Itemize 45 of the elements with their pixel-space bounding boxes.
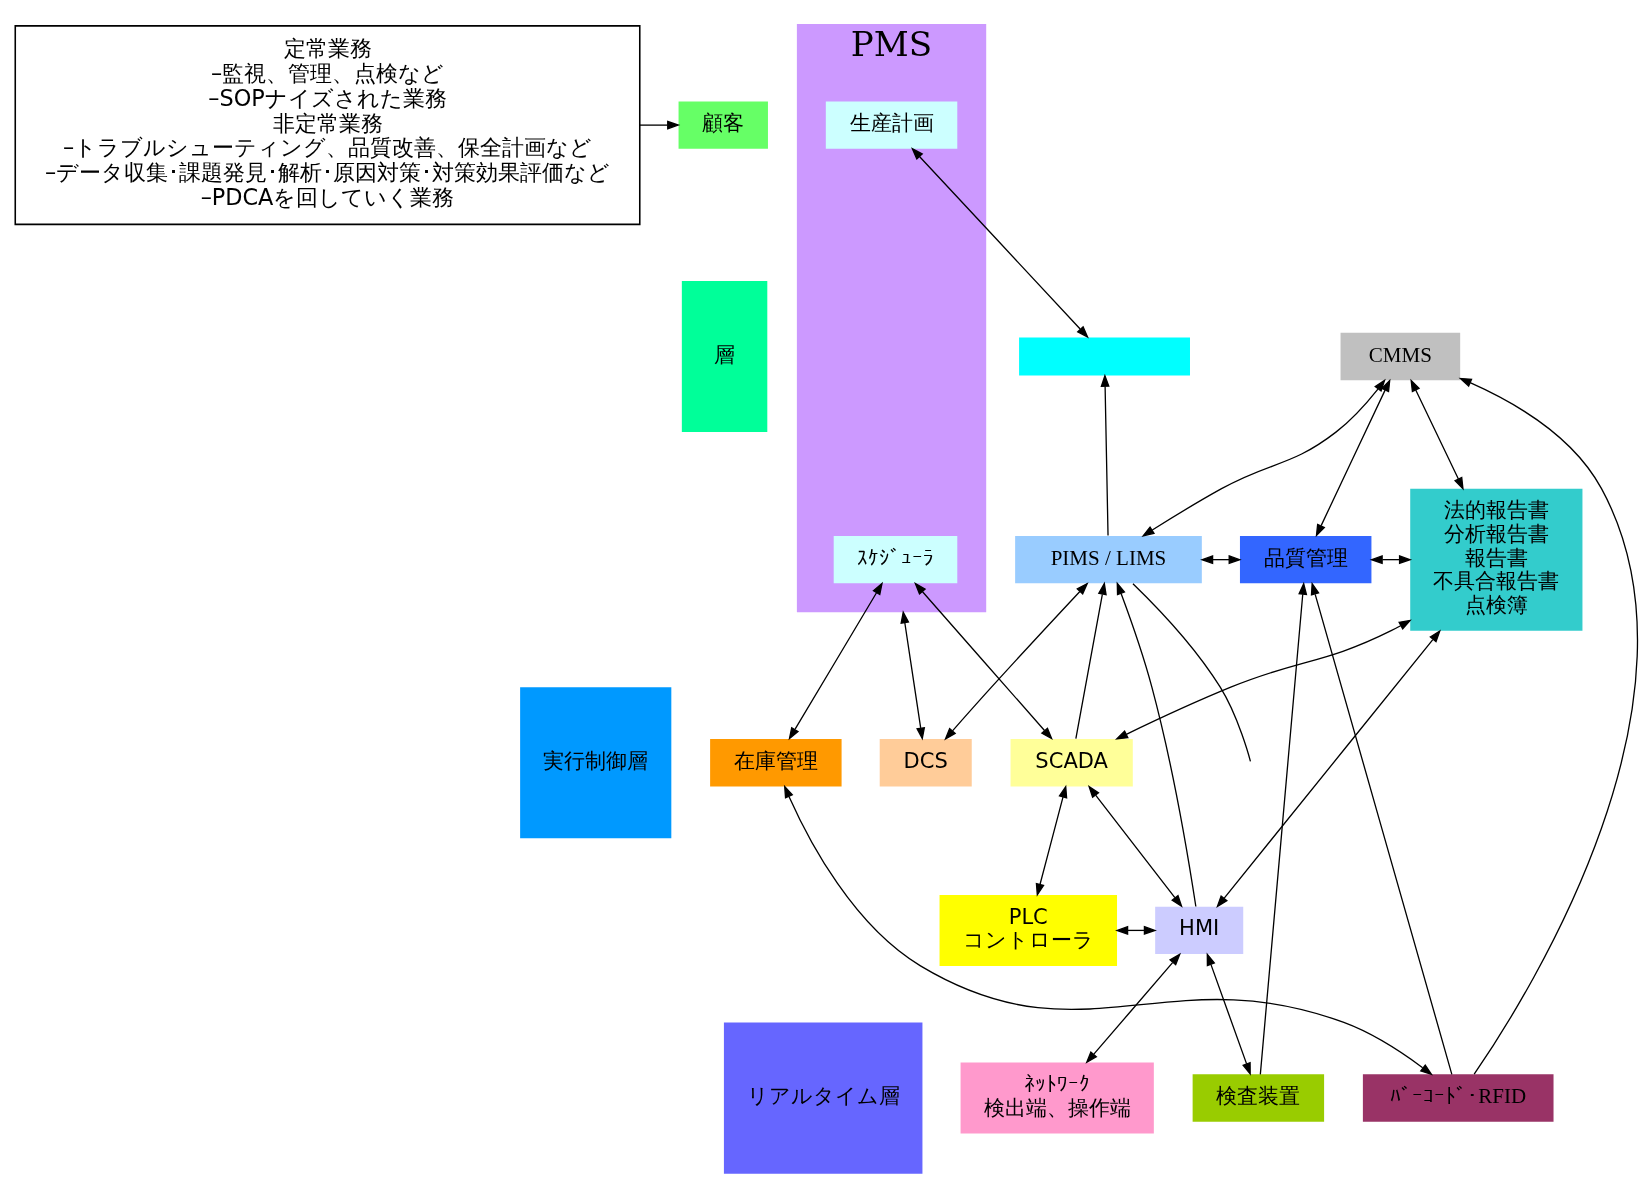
node-box: 実行制御層 [519,687,671,839]
arrow [1035,784,1067,897]
node-box: 法的報告書 分析報告書 報告書 不具合報告書 点検簿 [1409,488,1582,631]
node-box: PIMS / LIMS [1014,536,1202,584]
arrow [1199,555,1242,565]
node-box: 在庫管理 [709,739,842,787]
arrow [910,147,1089,339]
arrow [1409,378,1464,491]
arrow [1100,373,1110,537]
node-box [1018,337,1190,376]
arrow [1116,581,1196,908]
arrow [913,582,1053,741]
arrow [943,582,1089,741]
node-box: リアルタイム層 [723,1022,922,1174]
node-box: CMMS [1340,332,1460,381]
arrow [1087,785,1183,908]
arrow [1206,952,1251,1076]
connector [1131,583,1251,762]
arrow [1074,581,1107,740]
node-box: 品質管理 [1239,536,1371,584]
node-box: ﾊﾞｰｺｰﾄﾞ･RFID [1362,1074,1554,1122]
arrow [1259,581,1307,1075]
node-box: 定常業務 –監視、管理、点検など –SOPナイズされた業務 非定常業務 –トラブルシューティング、品質改善、保全計画など –データ収集･課題発見･解析･原因対策･対策効果評価など –PDCAを回していく業務 [13,25,641,226]
node-box: 層 [681,280,767,433]
arrow [1140,378,1386,537]
arrow [1215,629,1441,909]
arrow [1315,378,1391,538]
node-box: DCS [879,739,972,787]
arrow [899,610,925,741]
node-box: ｽｹｼﾞｭｰﾗ [833,536,957,584]
node-box: ﾈｯﾄﾜｰｸ 検出端、操作端 [960,1062,1154,1134]
arrow [1310,581,1452,1075]
arrow [1369,555,1412,565]
node-box: 検査装置 [1192,1074,1324,1122]
arrow [1085,952,1181,1064]
node-box: SCADA [1010,739,1133,787]
node-box: 生産計画 [825,101,957,149]
arrow [783,784,1433,1076]
arrow [1458,377,1638,1075]
arrow [787,581,883,741]
node-box: 顧客 [678,101,768,149]
node-box: HMI [1154,906,1243,955]
arrow [638,120,680,130]
arrow [1114,619,1412,740]
node-box: PLC コントローラ [939,894,1117,966]
